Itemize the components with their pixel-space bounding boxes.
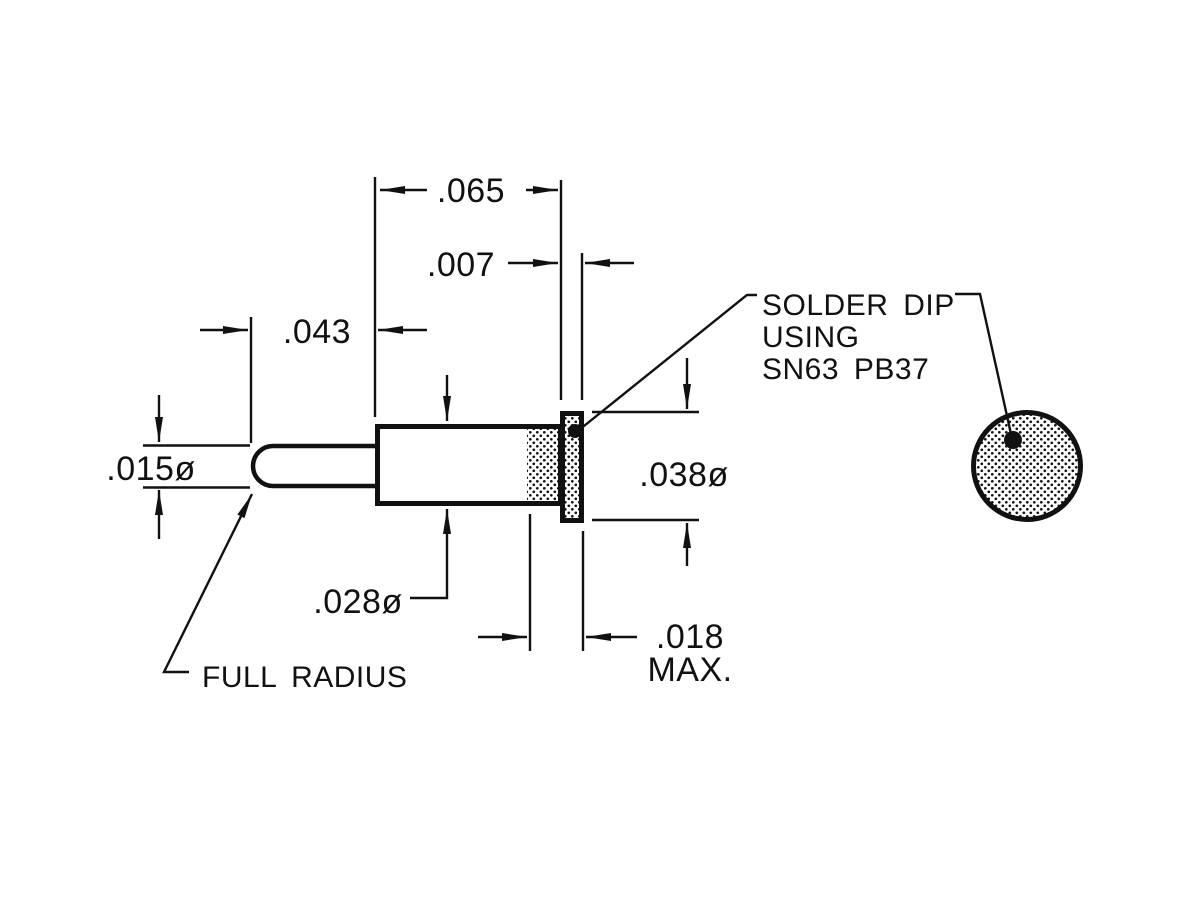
end-view-circle [971,410,1083,522]
extension-lines [143,177,699,651]
dim-tip-diameter-label: .015ø [106,450,195,488]
dim-flange-thickness-label: .007 [427,246,495,284]
end-view-marker-dot [1004,431,1022,449]
full-radius-leader [162,493,254,674]
solder-dip-note-line3: SN63 PB37 [762,353,929,386]
pin-tip-outline [250,443,377,489]
solder-dip-note-line1: SOLDER DIP [762,289,955,322]
solder-dip-region [527,429,558,501]
dim-flange-diameter-label: .038ø [639,456,728,494]
solder-dip-marker-dot [568,424,582,438]
flange-outline [560,411,584,523]
leader-lines [162,292,1013,674]
full-radius-note: FULL RADIUS [202,661,407,694]
solder-dip-leader-left [578,293,757,431]
dimension-arrows [155,186,691,641]
dim-tip-length-label: .043 [283,313,351,351]
dim-solder-dip-qualifier-label: MAX. [647,651,732,689]
end-view [971,410,1083,522]
dim-body-length-label: .065 [437,172,505,210]
dim-body-diameter-label: .028ø [313,583,402,621]
solder-dip-note-line2: USING [762,321,860,354]
side-view [250,411,584,523]
dim-solder-dip-length-label: .018 [656,618,724,656]
solder-dip-leader-right [955,292,1013,435]
